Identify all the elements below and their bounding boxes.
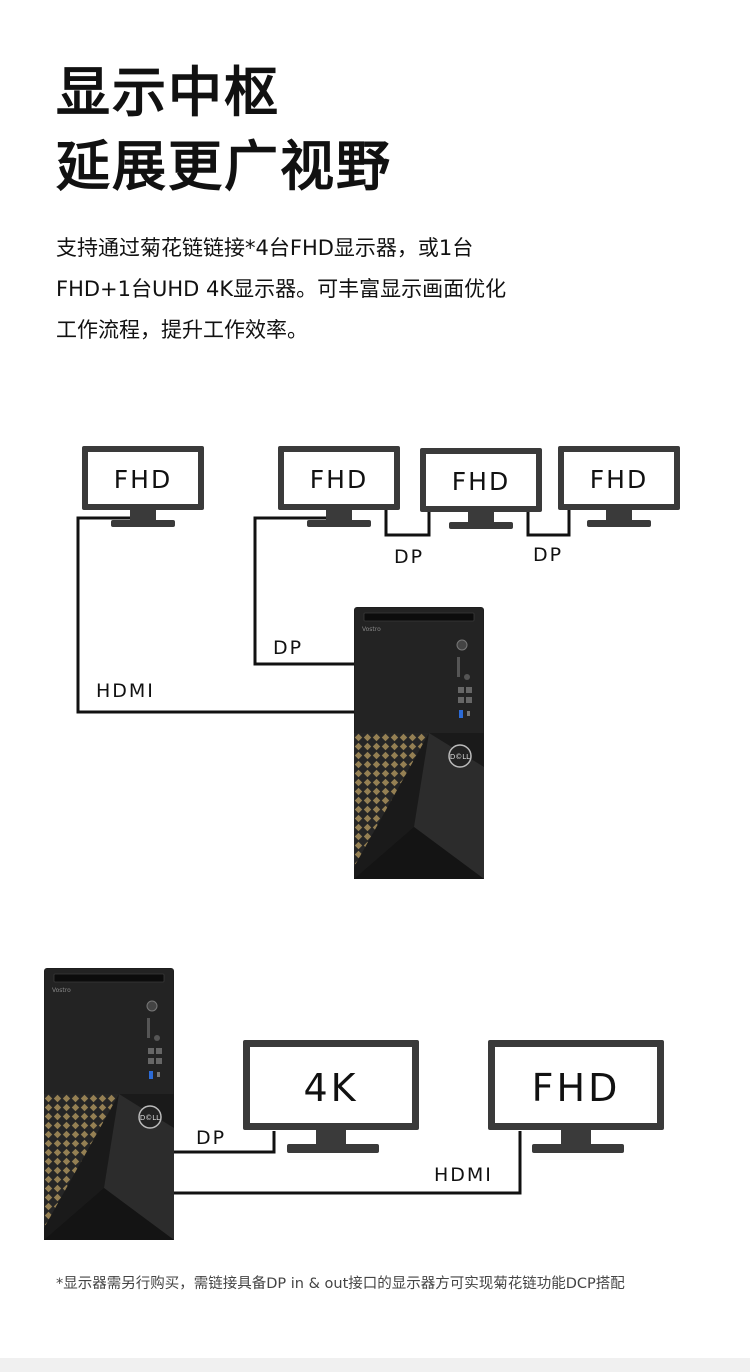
monitor-fhd-4: FHD [558,446,680,527]
dp-main-label: DP [273,637,303,659]
monitor-label: FHD [452,467,510,496]
footnote: *显示器需另行购买，需链接具备DP in & out接口的显示器方可实现菊花链功… [56,1276,625,1292]
bottom-strip [0,1358,750,1372]
monitor-label: FHD [590,465,648,494]
monitor-fhd-1: FHD [82,446,204,527]
description-line-3: 工作流程，提升工作效率。 [56,318,308,342]
hdmi-label: HDMI [96,680,155,702]
monitor-label: 4K [303,1066,358,1110]
dp-chain-cable-1 [384,506,431,537]
dp-label: DP [196,1127,226,1149]
dp-chain-label-1: DP [394,546,424,568]
dp-chain-label-2: DP [533,544,563,566]
dp-chain-cable-2 [526,506,571,537]
monitor-fhd-3: FHD [420,448,542,529]
description-line-2: FHD+1台UHD 4K显示器。可丰富显示画面优化 [56,277,507,301]
monitor-label: FHD [532,1066,621,1110]
headline-line-2: 延展更广视野 [56,135,392,198]
monitor-fhd: FHD [488,1040,664,1153]
monitor-4k: 4K [243,1040,419,1153]
cables [174,1131,522,1195]
daisy-chain-diagram: FHD FHD FHD FHD DP DP DP HDMI [76,446,680,879]
desktop-tower [354,607,484,879]
desktop-tower [44,968,174,1240]
description: 支持通过菊花链链接*4台FHD显示器，或1台 FHD+1台UHD 4K显示器。可… [56,228,716,351]
hdmi-cable [174,1131,522,1195]
headline: 显示中枢 延展更广视野 [56,56,392,204]
description-line-1: 支持通过菊花链链接*4台FHD显示器，或1台 [56,236,474,260]
dp-cable [174,1131,276,1154]
monitor-label: FHD [114,465,172,494]
monitor-label: FHD [310,465,368,494]
headline-line-1: 显示中枢 [56,61,280,124]
dual-monitor-diagram: 4K FHD DP HDMI [44,968,664,1240]
hdmi-label: HDMI [434,1164,493,1186]
dp-main-cable [253,516,354,666]
monitor-fhd-2: FHD [278,446,400,527]
